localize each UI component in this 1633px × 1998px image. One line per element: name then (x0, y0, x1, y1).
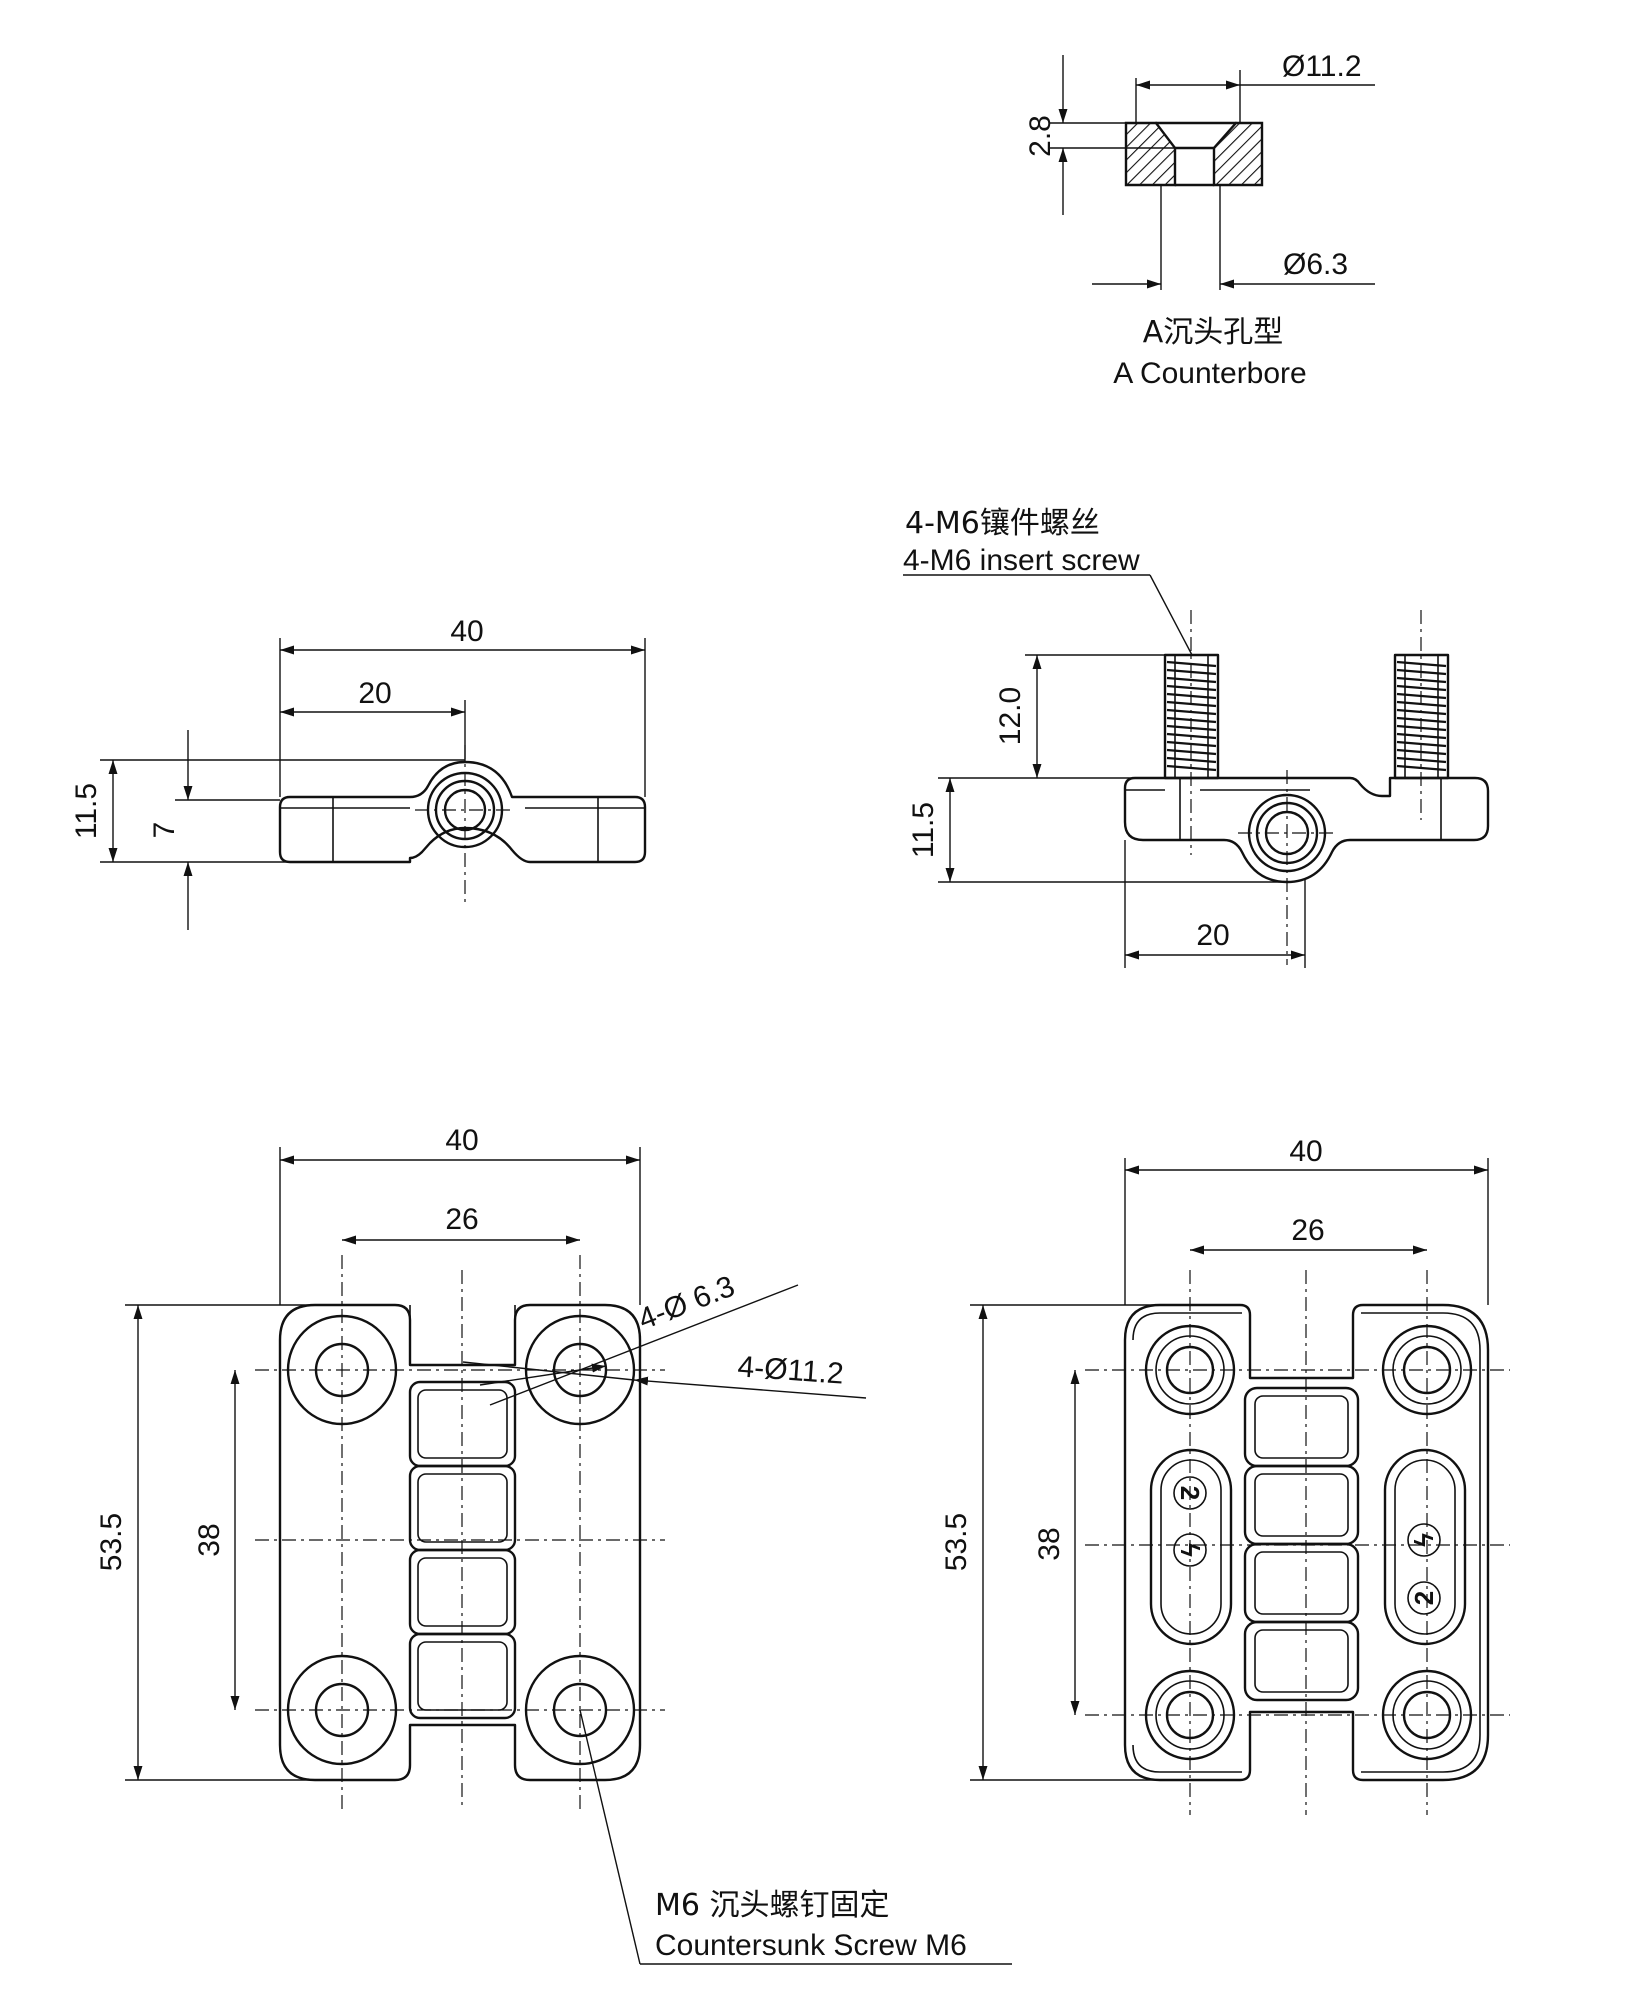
counterbore-caption-cn: A沉头孔型 (1143, 315, 1284, 350)
plan-right-width: 40 (1289, 1135, 1322, 1168)
plan-view-left: 40 26 53.5 38 4-Ø 6.3 4-Ø11.2 M6 沉头螺钉固定 … (95, 1124, 1012, 1965)
hole-callout: 4-Ø 6.3 (634, 1270, 739, 1337)
plan-left-width: 40 (445, 1124, 478, 1157)
side-left-thickness: 7 (148, 822, 181, 839)
counterbore-section (1124, 121, 1264, 187)
insert-screw-callout-en: 4-M6 insert screw (903, 544, 1140, 577)
side-view-left: 40 20 11.5 7 (70, 615, 647, 930)
plan-right-hole-spacing-x: 26 (1291, 1214, 1324, 1247)
counterbore-caption-en: A Counterbore (1113, 357, 1306, 390)
plan-right-length: 53.5 (940, 1513, 973, 1571)
side-right-height: 11.5 (907, 802, 940, 858)
counterbore-outer-dia: Ø11.2 (1282, 50, 1362, 83)
side-left-pivot: 20 (358, 677, 391, 710)
insert-screw-callout-cn: 4-M6镶件螺丝 (905, 506, 1100, 541)
side-right-pivot: 20 (1196, 919, 1229, 952)
plan-right-hole-spacing-y: 38 (1033, 1527, 1066, 1560)
slot-right: ϟ 2 (1383, 1448, 1467, 1646)
side-left-height: 11.5 (70, 783, 103, 839)
plan-view-left-outline (278, 1303, 642, 1782)
plan-left-length: 53.5 (95, 1513, 128, 1571)
side-view-right-outline (1123, 776, 1490, 884)
plan-view-right-outline (1123, 1303, 1490, 1782)
slot-left: 2 ϟ (1149, 1448, 1233, 1646)
screw-callout-cn: M6 沉头螺钉固定 (655, 1888, 890, 1923)
counterbore-callout: 4-Ø11.2 (737, 1350, 845, 1390)
counterbore-depth: 2.8 (1024, 115, 1057, 157)
plan-view-right: 2 ϟ ϟ 2 40 26 53.5 38 (940, 1135, 1510, 1815)
stud-length: 12.0 (994, 687, 1027, 745)
counterbore-detail: Ø11.2 2.8 Ø6.3 A沉头孔型 A Counterbore (1024, 50, 1375, 390)
side-view-right: 4-M6镶件螺丝 4-M6 insert screw 12.0 11.5 20 (903, 506, 1490, 968)
side-left-width: 40 (450, 615, 483, 648)
screw-callout-en: Countersunk Screw M6 (655, 1929, 967, 1962)
counterbore-inner-dia: Ø6.3 (1283, 248, 1348, 281)
plan-left-hole-spacing-y: 38 (193, 1523, 226, 1556)
slot-right-glyph-1: ϟ (1409, 1533, 1439, 1547)
side-view-left-outline (278, 760, 647, 864)
plan-left-hole-spacing-x: 26 (445, 1203, 478, 1236)
slot-right-glyph-2: 2 (1409, 1591, 1439, 1605)
